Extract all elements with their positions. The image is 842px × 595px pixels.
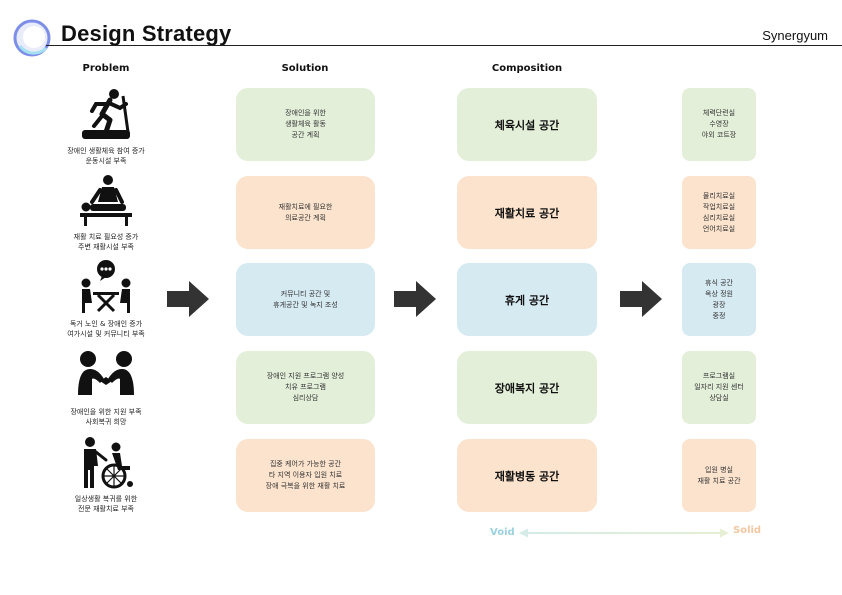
handshake-people-icon (78, 351, 134, 395)
detail-box: 프로그램실 일자리 지원 센터 상담실 (682, 351, 756, 424)
problem-item: 장애인 생활체육 참여 증가 운동시설 부족 (48, 86, 164, 166)
problem-text: 일상생활 복귀를 위한 전문 재활치료 부족 (74, 495, 138, 513)
problem-text: 장애인 생활체육 참여 증가 운동시설 부족 (67, 147, 145, 165)
void-label: Void (490, 527, 515, 538)
problem-heading: Problem (82, 63, 130, 74)
composition-heading: Composition (491, 63, 563, 74)
problem-text: 장애인을 위한 지원 부족 사회복귀 희망 (70, 408, 142, 426)
solid-label: Solid (733, 525, 762, 536)
page-title: Design Strategy (61, 21, 232, 46)
problem-text: 재활 치료 필요성 증가 주변 재활시설 부족 (73, 233, 139, 251)
problem-item: 독거 노인 & 장애인 증가 여가시설 및 커뮤니티 부족 (48, 259, 164, 339)
solution-box: 장애인을 위한 생활체육 활동 공간 계획 (236, 88, 375, 161)
solution-box: 집중 케어가 가능한 공간 타 지역 이용자 입원 치료 장애 극복을 위한 재… (236, 439, 375, 512)
composition-box: 체육시설 공간 (457, 88, 597, 161)
flow-arrow-icon (394, 281, 436, 317)
problem-item: 재활 치료 필요성 증가 주변 재활시설 부족 (48, 172, 164, 252)
flow-arrow-icon (620, 281, 662, 317)
massage-therapy-icon (80, 175, 132, 226)
composition-box: 재활치료 공간 (457, 176, 597, 249)
wheelchair-caregiver-icon (84, 437, 133, 489)
detail-box: 입원 병실 재활 치료 공간 (682, 439, 756, 512)
double-arrow-icon (519, 528, 729, 538)
composition-box: 휴게 공간 (457, 263, 597, 336)
solution-box: 커뮤니티 공간 및 휴게공간 및 녹지 조성 (236, 263, 375, 336)
brand-name: Synergyum (762, 28, 828, 43)
detail-box: 체력단련실 수영장 야외 코트장 (682, 88, 756, 161)
solution-heading: Solution (281, 63, 329, 74)
treadmill-runner-icon (82, 89, 130, 139)
composition-box: 장애복지 공간 (457, 351, 597, 424)
solution-box: 장애인 지원 프로그램 양성 치유 프로그램 심리상담 (236, 351, 375, 424)
flow-arrow-icon (167, 281, 209, 317)
detail-box: 물리치료실 작업치료실 심리치료실 언어치료실 (682, 176, 756, 249)
composition-box: 재활병동 공간 (457, 439, 597, 512)
conversation-table-icon (81, 260, 131, 313)
detail-box: 휴식 공간 옥상 정원 광장 중정 (682, 263, 756, 336)
problem-item: 일상생활 복귀를 위한 전문 재활치료 부족 (48, 434, 164, 514)
header-divider (46, 45, 842, 46)
problem-text: 독거 노인 & 장애인 증가 여가시설 및 커뮤니티 부족 (67, 320, 145, 338)
ring-logo (13, 19, 51, 57)
problem-item: 장애인을 위한 지원 부족 사회복귀 희망 (48, 347, 164, 427)
solution-box: 재활치료에 필요한 의료공간 계획 (236, 176, 375, 249)
